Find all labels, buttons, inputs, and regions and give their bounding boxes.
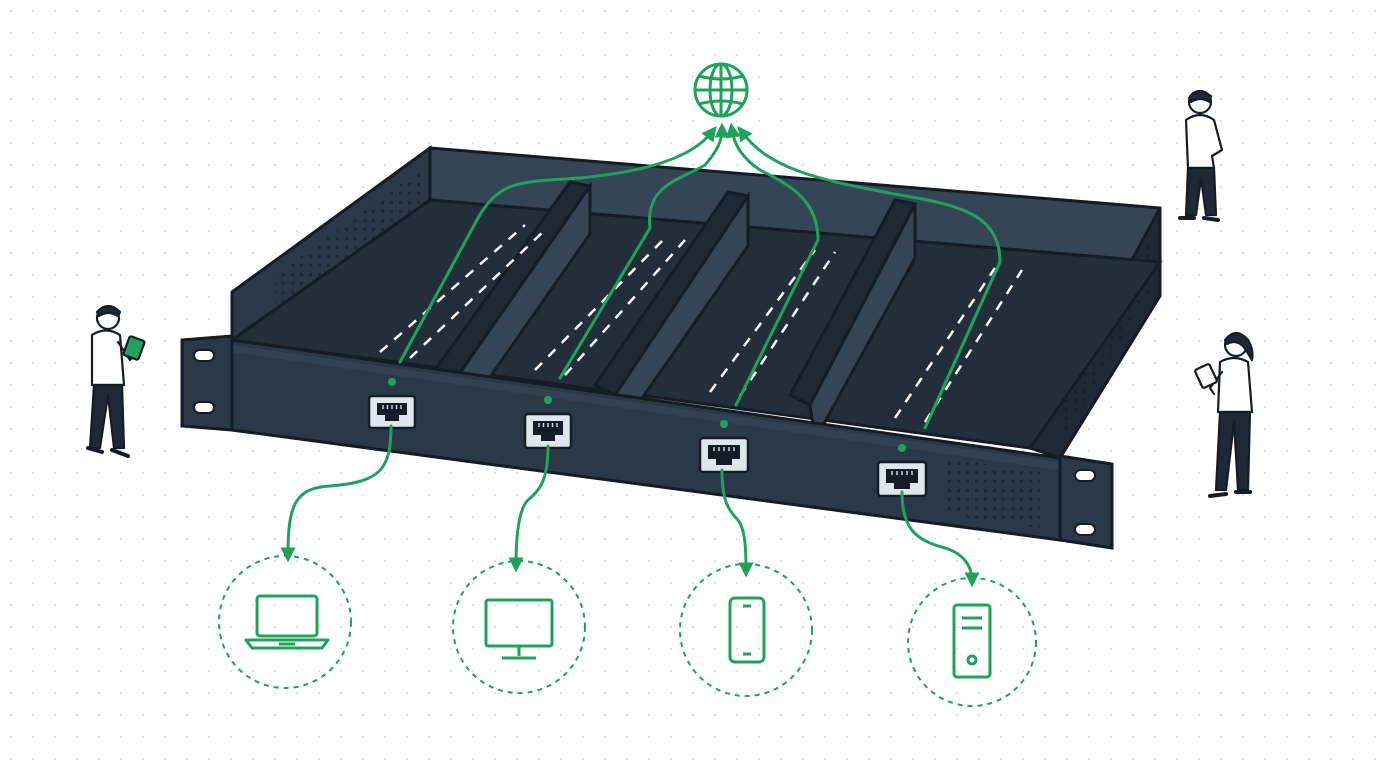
person-with-tablet-right bbox=[1194, 331, 1254, 498]
cable-to-smartphone bbox=[720, 468, 754, 578]
ethernet-port-3 bbox=[698, 420, 750, 474]
ethernet-port-1 bbox=[367, 378, 417, 430]
downlink-cables bbox=[280, 424, 980, 588]
chassis-floor bbox=[228, 198, 1163, 450]
ethernet-port-4 bbox=[876, 444, 928, 498]
person-standing-top-right bbox=[1178, 89, 1224, 222]
globe-icon bbox=[693, 62, 749, 118]
uplink-flows bbox=[398, 122, 1002, 430]
rack-ear-right bbox=[1058, 454, 1114, 550]
uplink-flow-4 bbox=[737, 125, 1002, 430]
cable-to-laptop bbox=[280, 424, 393, 563]
tablet-icon bbox=[122, 335, 146, 361]
lane-marking-2 bbox=[409, 229, 546, 359]
tower-pc-icon bbox=[952, 603, 992, 679]
device-monitor bbox=[452, 560, 586, 694]
lane-marking-6 bbox=[738, 251, 837, 397]
status-led-3 bbox=[720, 420, 728, 428]
status-led-2 bbox=[544, 396, 552, 404]
smartphone-icon bbox=[728, 596, 766, 664]
port-jack-3 bbox=[708, 445, 740, 465]
laptop-icon bbox=[244, 594, 330, 650]
port-jack-4 bbox=[886, 469, 918, 489]
cable-to-monitor bbox=[508, 444, 550, 573]
status-led-4 bbox=[898, 444, 906, 452]
tablet-icon bbox=[1194, 363, 1218, 389]
device-laptop bbox=[218, 555, 352, 689]
cable-to-tower-pc bbox=[900, 490, 980, 588]
lane-marking-1 bbox=[379, 224, 526, 353]
uplink-flow-3 bbox=[725, 122, 820, 407]
rack-ear-left bbox=[180, 334, 234, 432]
device-smartphone bbox=[679, 563, 813, 697]
port-jack-2 bbox=[533, 421, 563, 441]
device-tower-pc bbox=[907, 577, 1037, 707]
uplink-flow-2 bbox=[558, 122, 730, 380]
status-led-1 bbox=[388, 378, 396, 386]
rack-chassis bbox=[180, 145, 1163, 550]
lane-markings bbox=[379, 224, 1024, 423]
person-with-tablet-left bbox=[86, 304, 146, 458]
faceplate-vent bbox=[945, 458, 1040, 528]
uplink-flow-1 bbox=[398, 126, 717, 364]
ethernet-ports bbox=[367, 378, 928, 498]
port-jack-1 bbox=[377, 403, 407, 421]
lane-marking-3 bbox=[534, 237, 666, 371]
monitor-icon bbox=[484, 598, 554, 660]
